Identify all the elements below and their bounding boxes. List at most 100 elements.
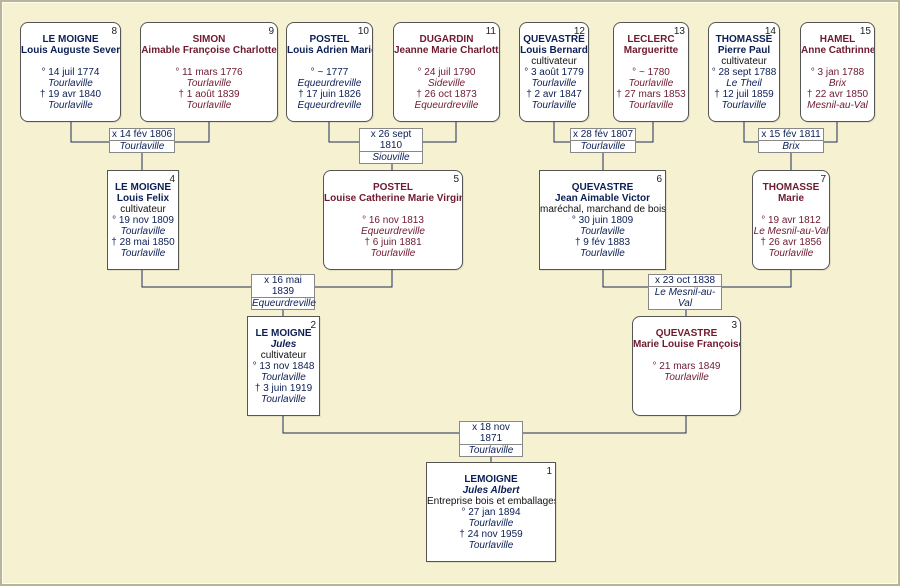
birth-place: Equeurdreville — [297, 78, 362, 89]
birth-place: Equeurdreville — [361, 226, 425, 237]
birth-place: Le Theil — [726, 78, 762, 89]
person-given-names: Jules — [270, 339, 297, 350]
birth-date: ° 19 avr 1812 — [761, 215, 821, 226]
death-date: † 26 oct 1873 — [416, 89, 477, 100]
person-card-9[interactable]: 9 SIMON Aimable Françoise Charlotte ° 11… — [140, 22, 278, 122]
sosa-number: 2 — [310, 320, 316, 331]
marriage-label-10-11: x 26 sept 1810 Siouville — [359, 128, 423, 164]
person-given-names: Jules Albert — [462, 485, 520, 496]
person-surname: QUEVASTRE — [571, 182, 634, 193]
person-card-3[interactable]: 3 QUEVASTRE Marie Louise Françoise ° 21 … — [632, 316, 741, 416]
person-card-1[interactable]: 1 LEMOIGNE Jules Albert Entreprise bois … — [426, 462, 556, 562]
death-date: † 22 avr 1850 — [806, 89, 869, 100]
death-date: † 9 fév 1883 — [574, 237, 631, 248]
death-place: Tourlaville — [186, 100, 232, 111]
person-surname: LE MOIGNE — [42, 34, 99, 45]
death-date: † 2 avr 1847 — [526, 89, 582, 100]
death-place: Tourlaville — [531, 100, 577, 111]
death-date: † 19 avr 1840 — [39, 89, 102, 100]
occupation: cultivateur — [120, 204, 166, 215]
person-card-8[interactable]: 8 LE MOIGNE Louis Auguste Severe ° 14 ju… — [20, 22, 121, 122]
birth-date: ° 16 nov 1813 — [362, 215, 424, 226]
person-given-names: Jeanne Marie Charlotte — [394, 45, 500, 56]
sosa-number: 13 — [673, 26, 685, 37]
birth-date: ° 28 sept 1788 — [711, 67, 777, 78]
birth-date: ° 11 mars 1776 — [175, 67, 243, 78]
person-surname: LEMOIGNE — [464, 474, 518, 485]
occupation: maréchal, marchand de bois — [540, 204, 666, 215]
occupation: Entreprise bois et emballages — [427, 496, 556, 507]
person-card-4[interactable]: 4 LE MOIGNE Louis Felix cultivateur ° 19… — [107, 170, 179, 270]
occupation: cultivateur — [260, 350, 307, 361]
sosa-number: 14 — [764, 26, 776, 37]
sosa-number: 15 — [859, 26, 871, 37]
death-date: † 17 juin 1826 — [298, 89, 361, 100]
death-place: Tourlaville — [48, 100, 93, 111]
person-given-names: Anne Cathrinne — [801, 45, 875, 56]
person-surname: LECLERC — [627, 34, 675, 45]
death-place: Tourlaville — [120, 248, 166, 259]
person-surname: THOMASSE — [762, 182, 820, 193]
death-place: Equeurdreville — [297, 100, 362, 111]
person-card-5[interactable]: 5 POSTEL Louise Catherine Marie Virginie… — [323, 170, 463, 270]
person-card-15[interactable]: 15 HAMEL Anne Cathrinne ° 3 jan 1788 Bri… — [800, 22, 875, 122]
person-given-names: Louise Catherine Marie Virginie — [324, 193, 463, 204]
person-card-2[interactable]: 2 LE MOIGNE Jules cultivateur ° 13 nov 1… — [247, 316, 320, 416]
death-place: Tourlaville — [370, 248, 416, 259]
person-given-names: Marie — [777, 193, 805, 204]
person-card-12[interactable]: 12 QUEVASTRE Louis Bernard cultivateur °… — [519, 22, 589, 122]
death-date: † 24 nov 1959 — [459, 529, 523, 540]
birth-date: ° 14 juil 1774 — [41, 67, 100, 78]
birth-place: Brix — [828, 78, 847, 89]
person-given-names: Margueritte — [623, 45, 679, 56]
death-date: † 1 août 1839 — [178, 89, 240, 100]
birth-place: Tourlaville — [580, 226, 625, 237]
birth-place: Le Mesnil-au-Val — [753, 226, 829, 237]
sosa-number: 3 — [731, 320, 737, 331]
person-card-6[interactable]: 6 QUEVASTRE Jean Aimable Victor maréchal… — [539, 170, 666, 270]
birth-place: Tourlaville — [261, 372, 306, 383]
death-place: Tourlaville — [580, 248, 625, 259]
marriage-label-12-13: x 28 fév 1807 Tourlaville — [570, 128, 636, 153]
birth-date: ° 19 nov 1809 — [112, 215, 174, 226]
person-surname: SIMON — [192, 34, 226, 45]
person-surname: QUEVASTRE — [523, 34, 585, 45]
sosa-number: 10 — [357, 26, 369, 37]
person-given-names: Pierre Paul — [717, 45, 771, 56]
death-date: † 12 juil 1859 — [714, 89, 774, 100]
sosa-number: 6 — [656, 174, 662, 185]
person-given-names: Marie Louise Françoise — [633, 339, 741, 350]
person-surname: THOMASSE — [715, 34, 773, 45]
death-place: Mesnil-au-Val — [807, 100, 868, 111]
death-date: † 27 mars 1853 — [616, 89, 686, 100]
marriage-label-6-7: x 23 oct 1838 Le Mesnil-au-Val — [648, 274, 722, 310]
sosa-number: 5 — [453, 174, 459, 185]
birth-place: Tourlaville — [531, 78, 577, 89]
birth-date: ° ~ 1777 — [310, 67, 349, 78]
death-place: Tourlaville — [628, 100, 674, 111]
person-card-13[interactable]: 13 LECLERC Margueritte ° ~ 1780 Tourlavi… — [613, 22, 689, 122]
person-surname: POSTEL — [372, 182, 413, 193]
death-date: † 6 juin 1881 — [364, 237, 422, 248]
person-surname: LE MOIGNE — [114, 182, 172, 193]
birth-date: ° 3 août 1779 — [524, 67, 584, 78]
death-place: Tourlaville — [261, 394, 306, 405]
birth-date: ° 3 jan 1788 — [810, 67, 865, 78]
birth-place: Sideville — [427, 78, 466, 89]
person-card-11[interactable]: 11 DUGARDIN Jeanne Marie Charlotte ° 24 … — [393, 22, 500, 122]
person-surname: DUGARDIN — [419, 34, 474, 45]
birth-place: Tourlaville — [468, 518, 514, 529]
birth-place: Tourlaville — [628, 78, 674, 89]
person-card-14[interactable]: 14 THOMASSE Pierre Paul cultivateur ° 28… — [708, 22, 780, 122]
birth-place: Tourlaville — [120, 226, 166, 237]
marriage-label-8-9: x 14 fév 1806 Tourlaville — [109, 128, 175, 153]
person-card-10[interactable]: 10 POSTEL Louis Adrien Marie ° ~ 1777 Eq… — [286, 22, 373, 122]
birth-date: ° ~ 1780 — [632, 67, 670, 78]
person-card-7[interactable]: 7 THOMASSE Marie ° 19 avr 1812 Le Mesnil… — [752, 170, 830, 270]
death-place: Tourlaville — [768, 248, 814, 259]
person-given-names: Jean Aimable Victor — [554, 193, 651, 204]
death-place: Equeurdreville — [414, 100, 479, 111]
person-surname: HAMEL — [819, 34, 856, 45]
death-place: Tourlaville — [721, 100, 767, 111]
